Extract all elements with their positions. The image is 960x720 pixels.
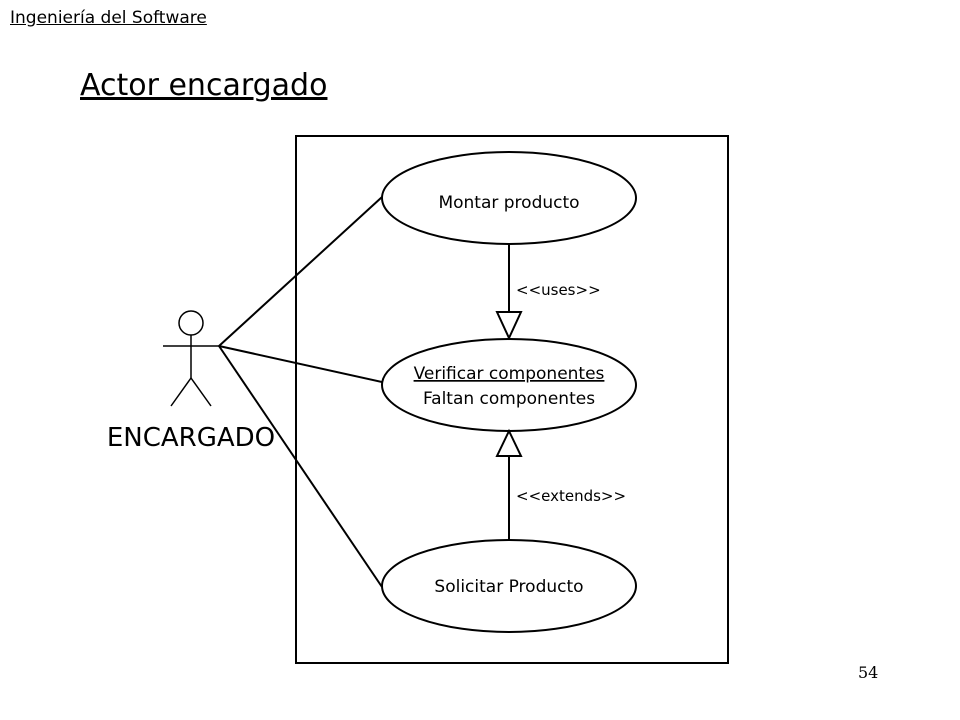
actor-left-leg <box>170 377 192 407</box>
use-case-verificar-label-1: Verificar componentes <box>414 364 605 384</box>
association-solicitar <box>218 345 383 588</box>
use-case-solicitar-label: Solicitar Producto <box>434 577 583 597</box>
association-verificar <box>218 345 383 383</box>
actor-name: ENCARGADO <box>107 423 275 453</box>
actor-head <box>178 310 204 336</box>
use-case-verificar[interactable] <box>381 338 637 432</box>
page-number: 54 <box>858 663 879 682</box>
uses-arrowhead <box>495 311 523 341</box>
association-montar <box>218 196 383 347</box>
extends-label: <<extends>> <box>516 487 626 505</box>
actor-right-leg <box>190 377 212 407</box>
system-boundary <box>295 135 729 664</box>
use-case-montar-label: Montar producto <box>438 193 579 213</box>
header-title: Ingeniería del Software <box>10 8 207 28</box>
uses-label: <<uses>> <box>516 281 601 299</box>
actor-figure <box>163 310 219 407</box>
extends-arrowhead <box>495 428 523 457</box>
use-case-verificar-label-2: Faltan componentes <box>423 389 595 409</box>
slide-title: Actor encargado <box>80 68 328 103</box>
